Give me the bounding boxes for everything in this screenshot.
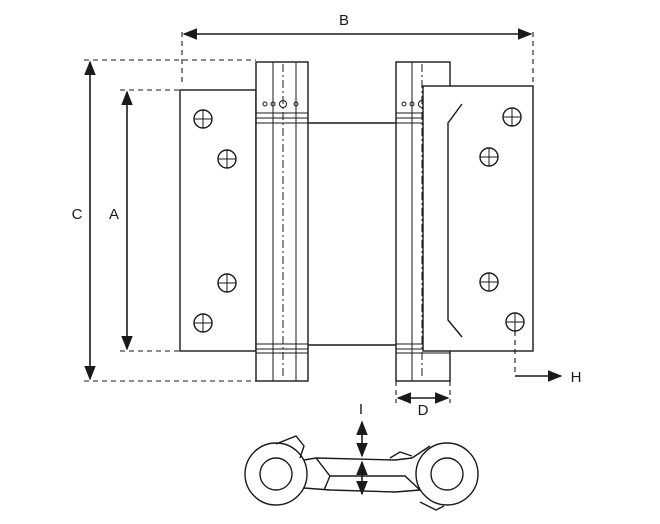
dimension-d: D xyxy=(395,381,451,419)
screw-hole-icon xyxy=(217,273,237,293)
dimension-b-label: B xyxy=(339,12,349,29)
left-leaf-plate xyxy=(179,89,257,352)
dimension-h-label: H xyxy=(571,369,582,386)
screw-hole-icon xyxy=(479,272,499,292)
dimension-c-label: C xyxy=(72,206,83,223)
screw-hole-icon xyxy=(505,312,525,332)
dimension-a-label: A xyxy=(109,206,119,223)
right-leaf-plate xyxy=(422,85,534,352)
screw-hole-icon xyxy=(193,109,213,129)
dimension-d-label: D xyxy=(418,402,429,419)
left-leaf-screw-holes xyxy=(193,109,237,333)
dimension-i-label: I xyxy=(359,401,363,418)
dimension-i: I xyxy=(356,401,368,496)
screw-hole-icon xyxy=(479,147,499,167)
screw-hole-icon xyxy=(217,149,237,169)
right-leaf-screw-holes xyxy=(479,107,525,332)
dimension-a: A xyxy=(109,89,180,352)
middle-connector xyxy=(308,122,396,346)
dimension-b: B xyxy=(181,12,534,86)
dimension-h: H xyxy=(514,331,582,386)
screw-hole-icon xyxy=(502,107,522,127)
left-spring-barrel xyxy=(255,61,309,382)
dimension-c: C xyxy=(72,59,256,382)
screw-hole-icon xyxy=(193,313,213,333)
